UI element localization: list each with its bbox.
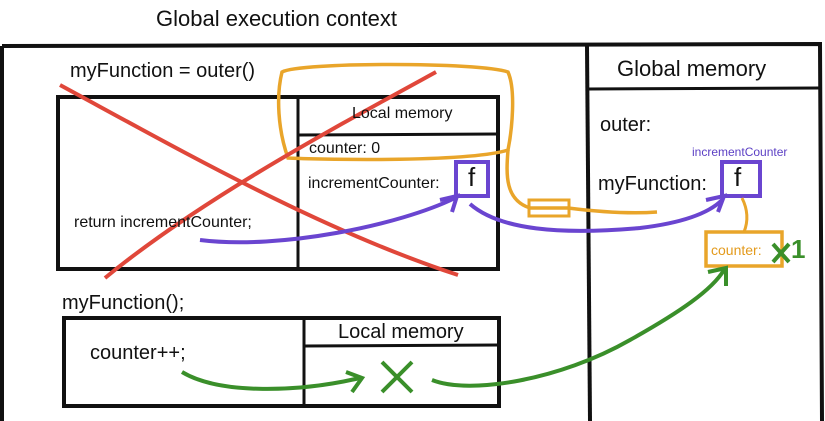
second-call-header: myFunction(); <box>62 292 185 314</box>
counter-zero-entry: counter: 0 <box>309 140 381 157</box>
backpack-counter-label: counter: <box>711 242 762 258</box>
return-arrow-head <box>439 193 460 213</box>
closure-connector <box>527 198 571 218</box>
function-symbol-global: f <box>734 162 742 192</box>
increment-counter-label: incrementCounter <box>692 145 788 159</box>
red-cross-line-2 <box>103 70 437 280</box>
counter-increment-statement: counter++; <box>90 342 186 364</box>
red-cross-line-1 <box>59 83 459 277</box>
global-context-frame <box>0 41 824 421</box>
function-symbol-local: f <box>468 162 476 192</box>
increment-arrow-2-head <box>707 265 728 286</box>
function-box-local <box>454 160 490 198</box>
myfunction-entry: myFunction: <box>598 173 707 195</box>
second-local-memory-title: Local memory <box>338 321 464 343</box>
return-arrow <box>199 196 456 245</box>
counter-new-value: 1 <box>791 234 806 264</box>
first-local-memory-title: Local memory <box>352 105 453 122</box>
increment-arrow-1 <box>180 370 361 391</box>
global-memory-divider <box>585 45 592 421</box>
function-box-global <box>720 160 762 198</box>
global-memory-header-line <box>587 86 821 91</box>
return-statement: return incrementCounter; <box>74 214 252 231</box>
page-title: Global execution context <box>156 6 397 31</box>
second-call-box <box>62 316 501 408</box>
counter-old-value-x <box>771 242 791 264</box>
first-local-memory-header-line <box>297 132 499 137</box>
outer-entry: outer: <box>600 114 652 136</box>
store-function-arrow-head <box>705 193 728 213</box>
closure-drop-line <box>740 197 749 233</box>
increment-arrow-2 <box>431 268 726 388</box>
increment-arrow-1-head <box>345 370 366 394</box>
store-function-arrow <box>468 198 724 233</box>
global-memory-title: Global memory <box>617 56 767 81</box>
first-call-header: myFunction = outer() <box>70 60 256 82</box>
second-local-memory-header-line <box>303 343 500 348</box>
local-counter-missing-x <box>380 360 414 394</box>
increment-counter-entry: incrementCounter: <box>308 175 440 192</box>
